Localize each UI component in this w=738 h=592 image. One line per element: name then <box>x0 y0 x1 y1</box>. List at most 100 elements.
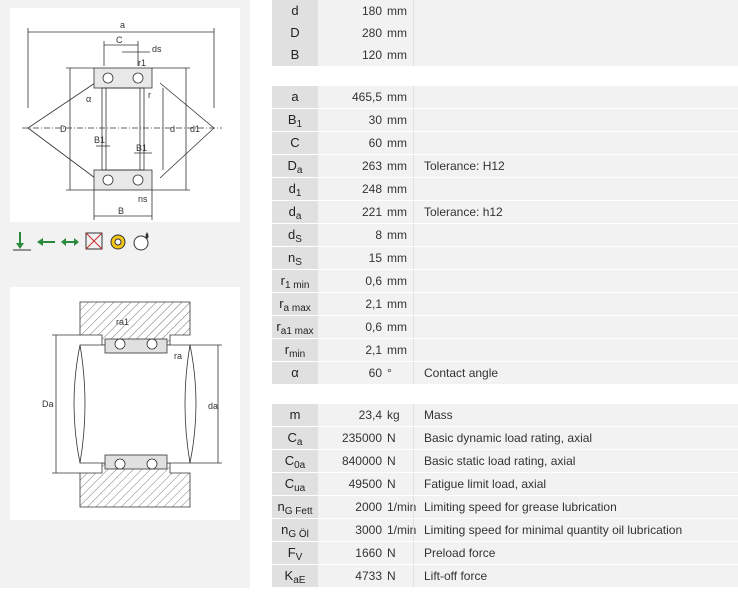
spec-symbol: nG Öl <box>272 519 318 541</box>
spec-symbol: Da <box>272 155 318 177</box>
label-d: d <box>170 124 175 134</box>
spec-unit: mm <box>387 26 407 40</box>
spec-value: 221 <box>361 205 382 219</box>
spec-value: 15 <box>368 251 382 265</box>
spec-unit: N <box>387 431 396 445</box>
bearing-dimension-drawing: a C ds r1 r α D d d1 B1 B1 ns B <box>22 20 222 220</box>
spec-symbol: Ca <box>272 427 318 449</box>
spec-unit: mm <box>387 251 407 265</box>
spec-description: Lift-off force <box>413 565 738 587</box>
spec-symbol: B1 <box>272 109 318 131</box>
label-r: r <box>148 90 151 100</box>
bearing-symbol-icons <box>12 230 152 254</box>
spec-description <box>413 316 738 338</box>
spec-value: 2,1 <box>365 343 382 357</box>
spec-row: rmin 2,1 mm <box>272 339 738 361</box>
spec-symbol: B <box>272 44 318 66</box>
label-ra1: ra1 <box>116 317 129 327</box>
spec-description <box>413 247 738 269</box>
spec-symbol: dS <box>272 224 318 246</box>
spec-unit: mm <box>387 274 407 288</box>
spec-value: 180 <box>361 4 382 18</box>
label-Da: Da <box>42 399 54 409</box>
spec-description: Basic dynamic load rating, axial <box>413 427 738 449</box>
spec-symbol: d <box>272 0 318 22</box>
spec-description <box>413 109 738 131</box>
spec-description: Mass <box>413 404 738 426</box>
axial-load-icon <box>36 230 56 252</box>
spec-description <box>413 86 738 108</box>
spec-value: 30 <box>368 113 382 127</box>
spec-unit: mm <box>387 136 407 150</box>
spec-symbol: nG Fett <box>272 496 318 518</box>
spec-symbol: C <box>272 132 318 154</box>
label-d1: d1 <box>190 124 200 134</box>
label-alpha: α <box>86 94 91 104</box>
spec-symbol: Cua <box>272 473 318 495</box>
spec-symbol: α <box>272 362 318 384</box>
spec-description: Contact angle <box>413 362 738 384</box>
spec-value: 8 <box>375 228 382 242</box>
spec-row: B1 30 mm <box>272 109 738 131</box>
bearing-dimension-diagram: a C ds r1 r α D d d1 B1 B1 ns B <box>10 8 240 222</box>
spec-unit: mm <box>387 343 407 357</box>
spec-value: 1660 <box>355 546 382 560</box>
spec-unit: ° <box>387 366 392 380</box>
spec-value: 120 <box>361 48 382 62</box>
spec-description <box>413 22 738 44</box>
spec-row: D 280 mm <box>272 22 738 44</box>
label-b1-right: B1 <box>136 143 147 153</box>
spec-unit: 1/min <box>387 500 417 514</box>
spec-row: nS 15 mm <box>272 247 738 269</box>
spec-unit: mm <box>387 48 407 62</box>
spec-description: Basic static load rating, axial <box>413 450 738 472</box>
spec-unit: N <box>387 477 396 491</box>
spec-unit: mm <box>387 228 407 242</box>
label-c: C <box>116 35 123 45</box>
mounting-dimension-diagram: ra1 ra Da da <box>10 287 240 520</box>
spec-unit: N <box>387 546 396 560</box>
spec-unit: N <box>387 569 396 583</box>
label-D: D <box>60 124 67 134</box>
spec-description: Tolerance: H12 <box>413 155 738 177</box>
spec-description: Fatigue limit load, axial <box>413 473 738 495</box>
spec-unit: kg <box>387 408 400 422</box>
spec-value: 248 <box>361 182 382 196</box>
label-b1-left: B1 <box>94 135 105 145</box>
spec-symbol: rmin <box>272 339 318 361</box>
spec-description <box>413 44 738 66</box>
spec-row: B 120 mm <box>272 44 738 66</box>
spec-value: 23,4 <box>358 408 382 422</box>
label-ra: ra <box>174 351 182 361</box>
spec-unit: mm <box>387 297 407 311</box>
spec-symbol: nS <box>272 247 318 269</box>
spec-description: Limiting speed for grease lubrication <box>413 496 738 518</box>
spec-value: 465,5 <box>351 90 382 104</box>
spec-description <box>413 178 738 200</box>
spec-symbol: m <box>272 404 318 426</box>
spec-unit: mm <box>387 182 407 196</box>
spec-unit: 1/min <box>387 523 417 537</box>
spec-unit: mm <box>387 113 407 127</box>
bidirectional-axial-load-icon <box>60 230 80 252</box>
spec-symbol: D <box>272 22 318 44</box>
spec-unit: mm <box>387 90 407 104</box>
spec-description <box>413 224 738 246</box>
spec-description <box>413 132 738 154</box>
spec-symbol: r1 min <box>272 270 318 292</box>
spec-value: 280 <box>361 26 382 40</box>
rotation-speed-icon <box>108 230 128 252</box>
spec-unit: mm <box>387 159 407 173</box>
spec-value: 2,1 <box>365 297 382 311</box>
label-da: da <box>208 401 218 411</box>
